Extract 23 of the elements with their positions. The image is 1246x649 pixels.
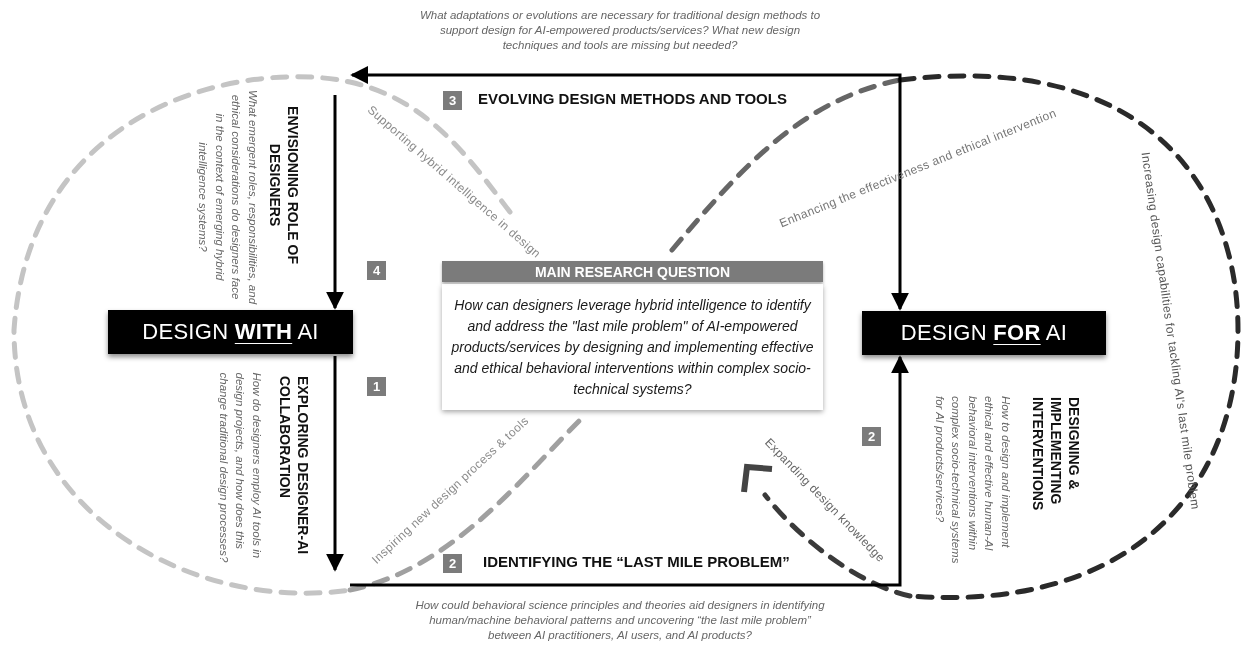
question-note: How to design and implement ethical and effective human-AI behavioral interventions within complex socio-technical systems for AI products/services?	[933, 396, 1013, 566]
step-heading: ENVISIONING ROLE OF DESIGNERS	[266, 105, 302, 266]
question-note: What adaptations or evolutions are necessary for traditional design methods to support design for AI-empowered products/services? What new design techniques and tools are missing but needed?	[418, 8, 822, 53]
concept-box: DESIGN FOR AI	[862, 311, 1106, 355]
arrow	[350, 66, 909, 311]
arrow	[350, 355, 909, 587]
question-note: How could behavioral science principles and theories aid designers in identifying human/machine behavioral patterns and uncovering “the last mile problem” between AI practitioners, AI users, and AI products?	[415, 598, 825, 643]
concept-box: DESIGN WITH AI	[108, 310, 353, 354]
step-number-badge: 2	[862, 427, 881, 446]
step-number-badge: 4	[367, 261, 386, 280]
question-text: How can designers leverage hybrid intelligence to identify and address the "last mile problem" of AI-empowered products/services by designing and implementing effective and ethical behavioral interventions within complex socio-technical systems?	[450, 295, 815, 399]
arrow	[326, 356, 344, 572]
loop-label: Increasing design capabilities for tackling AI's last mile problem	[1137, 150, 1203, 510]
question-note: How do designers employ AI tools in design projects, and how does this change traditional design processes?	[216, 372, 263, 565]
question-note: What emergent roles, responsibilities, and ethical considerations do designers face in the context of emerging hybrid intelligence systems?	[195, 89, 259, 305]
question-card	[442, 261, 823, 410]
step-number-badge: 3	[443, 91, 462, 110]
step-heading: DESIGNING & IMPLEMENTING INTERVENTIONS	[1029, 397, 1083, 513]
arrow	[326, 95, 344, 310]
step-heading: EXPLORING DESIGNER-AI COLLABORATION	[276, 376, 312, 557]
card-header: MAIN RESEARCH QUESTION	[442, 261, 823, 282]
step-number-badge: 2	[443, 554, 462, 573]
step-number-badge: 1	[367, 377, 386, 396]
